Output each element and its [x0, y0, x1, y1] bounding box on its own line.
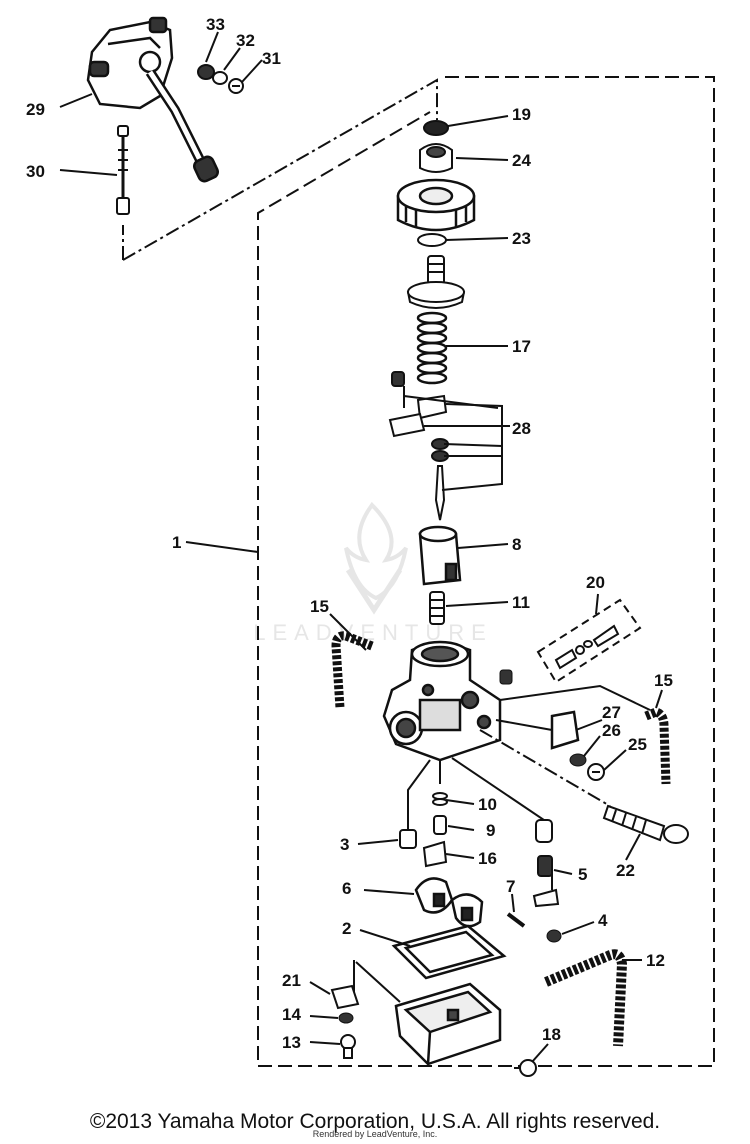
callout-13: 13 [282, 1033, 301, 1052]
callout-5: 5 [578, 865, 587, 884]
callout-15-right: 15 [654, 671, 673, 690]
callout-25: 25 [628, 735, 647, 754]
float-chamber [394, 982, 502, 1066]
linkage-line-27 [495, 684, 651, 731]
part-12-drain-hose [544, 949, 628, 1047]
carburetor-body [382, 640, 502, 762]
part-6-float [414, 877, 484, 928]
callout-8: 8 [512, 535, 521, 554]
alignment-line-22 [479, 729, 611, 807]
part-16-plate [422, 840, 448, 868]
part-13-screw [340, 1034, 356, 1059]
part-20-pilot-screw-set [536, 598, 642, 684]
part-15-left-vent-tube [331, 631, 374, 709]
callout-31: 31 [262, 49, 281, 68]
callout-30: 30 [26, 162, 45, 181]
leadventure-watermark: LEADVENTURE [253, 501, 493, 645]
part-24-cable-nut [419, 143, 453, 173]
callout-32: 32 [236, 31, 255, 50]
part-3-main-jet [399, 829, 417, 849]
part-27-bracket [550, 710, 580, 750]
part-14-washer [338, 1012, 354, 1024]
part-15-right-vent-tube [644, 707, 671, 785]
callout-18: 18 [542, 1025, 561, 1044]
assembly-boundary [257, 76, 715, 1067]
callout-26: 26 [602, 721, 621, 740]
callout-12: 12 [646, 951, 665, 970]
leader-lines [59, 31, 663, 1063]
copyright-notice: ©2013 Yamaha Motor Corporation, U.S.A. A… [89, 1110, 661, 1133]
part-7-float-pin [506, 912, 526, 928]
part-29-starter-assembly [86, 16, 219, 183]
drain-guide-line [353, 960, 401, 1003]
part-17-throttle-spring [416, 311, 448, 385]
part-19-washer [423, 120, 449, 136]
callout-3: 3 [340, 835, 349, 854]
body-side-screw [499, 669, 513, 685]
callout-14: 14 [282, 1005, 301, 1024]
part-25-screw [587, 763, 605, 781]
callouts: 29 30 33 32 31 19 24 23 17 28 8 11 1 15 … [26, 15, 673, 1052]
part-26-washer [569, 753, 587, 767]
callout-16: 16 [478, 849, 497, 868]
parts-31-33-screw-washer [197, 64, 244, 94]
callout-17: 17 [512, 337, 531, 356]
watermark-text: LEADVENTURE [253, 620, 493, 645]
callout-9: 9 [486, 821, 495, 840]
part-8-throttle-valve [418, 525, 462, 586]
part-21-plate [330, 984, 360, 1010]
part-11-needle-jet [429, 591, 445, 625]
callout-21: 21 [282, 971, 301, 990]
callout-19: 19 [512, 105, 531, 124]
cable-adjuster [406, 255, 466, 309]
callout-20: 20 [586, 573, 605, 592]
callout-2: 2 [342, 919, 351, 938]
callout-15-left: 15 [310, 597, 329, 616]
callout-1: 1 [172, 533, 181, 552]
part-28-needle-set [388, 371, 499, 521]
callout-7: 7 [506, 877, 515, 896]
callout-28: 28 [512, 419, 531, 438]
callout-27: 27 [602, 703, 621, 722]
part-5-needle-valve [532, 819, 560, 908]
callout-11: 11 [512, 593, 530, 612]
mixing-chamber-top [396, 178, 476, 232]
part-10-spring [432, 792, 448, 806]
part-9-pilot-jet [433, 815, 447, 835]
callout-29: 29 [26, 100, 45, 119]
callout-24: 24 [512, 151, 531, 170]
part-2-float-chamber-gasket [391, 924, 507, 980]
callout-6: 6 [342, 879, 351, 898]
callout-10: 10 [478, 795, 497, 814]
callout-33: 33 [206, 15, 225, 34]
jet-guide-lines [407, 757, 553, 890]
part-30-jet-needle [116, 125, 130, 215]
rendered-by-note: Rendered by LeadVenture, Inc. [312, 1129, 438, 1139]
part-22-throttle-stop-screw [602, 804, 689, 844]
part-4-screw [546, 929, 562, 943]
part-23-o-ring [417, 233, 447, 247]
callout-22: 22 [616, 861, 635, 880]
link-line-29 [122, 78, 438, 261]
callout-4: 4 [598, 911, 608, 930]
part-18-screw [514, 1059, 537, 1077]
callout-23: 23 [512, 229, 531, 248]
